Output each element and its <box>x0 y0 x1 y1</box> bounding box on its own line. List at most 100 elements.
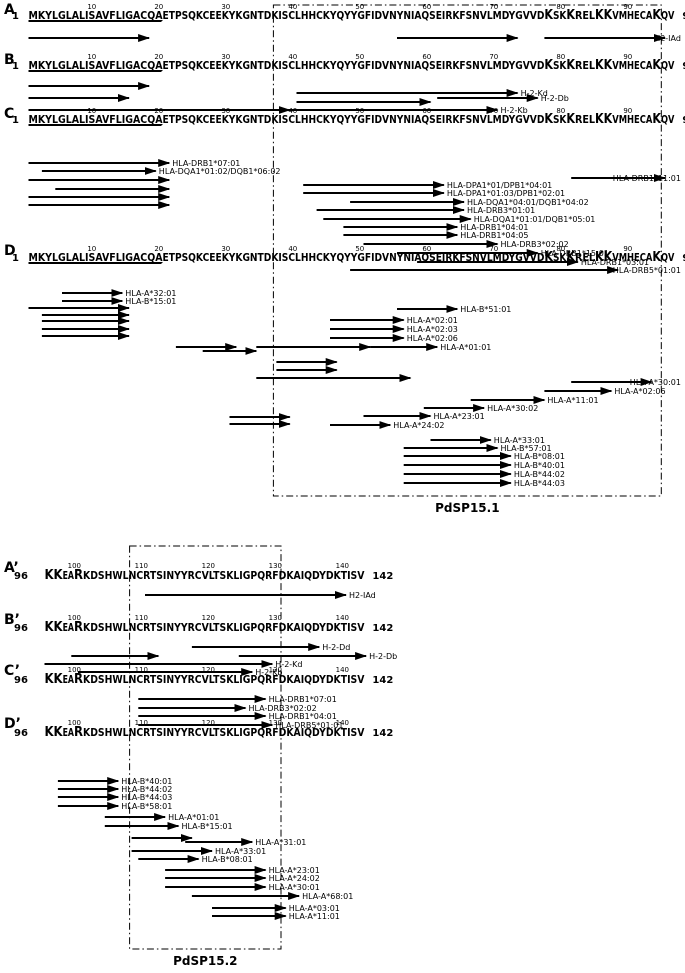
epitope-allele-label: HLA-B*15:01 <box>125 297 176 306</box>
tick-label: 70 <box>489 245 498 253</box>
tick-label: 50 <box>355 3 364 11</box>
epitope-allele-label: HLA-DPA1*01/DPB1*04:01 <box>447 181 552 190</box>
epitope-allele-label: HLA-B*08:01 <box>202 855 253 864</box>
epitope-allele-label: HLA-DQA1*01:02/DQB1*06:02 <box>159 167 281 176</box>
basic-residue: KK <box>595 7 613 23</box>
basic-residue: K <box>566 57 575 73</box>
epitope-allele-label: HLA-DRB1*04:01 <box>269 712 337 721</box>
tick-label: 50 <box>355 245 364 253</box>
sequence-segment: REL <box>575 253 596 264</box>
tick-label: 30 <box>221 53 230 61</box>
tick-label: 50 <box>355 53 364 61</box>
sequence-segment: EA <box>63 728 74 739</box>
epitope-allele-label: HLA-B*40:01 <box>514 461 565 470</box>
tick-label: 130 <box>269 614 282 622</box>
basic-residue: K <box>652 57 661 73</box>
epitope-allele-label: HLA-DRB1*07:01 <box>269 695 337 704</box>
epitope-allele-label: HLA-DRB5*01:01 <box>613 266 681 275</box>
sequence-segment: KDSHWLNCRTSINYYRCVLTSKLIGPQRFDKAIQDYDKTI… <box>83 728 365 739</box>
basic-residue: K <box>544 57 553 73</box>
tick-label: 80 <box>556 245 565 253</box>
region-label-pdsp15-2: PdSP15.2 <box>173 954 237 968</box>
basic-residue: R <box>74 724 84 740</box>
epitope-allele-label: HLA-A*02:06 <box>407 334 458 343</box>
basic-residue: K <box>652 249 661 265</box>
tick-label: 90 <box>623 3 632 11</box>
basic-residue: K <box>544 7 553 23</box>
sequence-segment: SK <box>553 115 567 126</box>
basic-residue: R <box>74 567 84 583</box>
sequence-end-index: 142 <box>372 675 393 686</box>
tick-label: 70 <box>489 53 498 61</box>
tick-label: 80 <box>556 53 565 61</box>
sequence-start-index: 96 <box>14 623 28 634</box>
epitope-allele-label: HLA-A*02:01 <box>407 316 458 325</box>
basic-residue: KK <box>595 111 613 127</box>
epitope-allele-label: HLA-DRB3*01:01 <box>467 206 535 215</box>
basic-residue: KK <box>595 57 613 73</box>
tick-label: 120 <box>202 614 215 622</box>
tick-label: 100 <box>68 562 81 570</box>
tick-label: 110 <box>135 719 148 727</box>
epitope-allele-label: HLA-A*11:01 <box>289 912 340 921</box>
epitope-allele-label: HLA-A*23:01 <box>434 412 485 421</box>
panel-label-a2: A’ <box>4 560 19 576</box>
sequence-segment: VMHECA <box>612 61 652 72</box>
basic-residue: R <box>74 671 84 687</box>
epitope-allele-label: HLA-DQA1*01:01/DQB1*05:01 <box>474 215 596 224</box>
basic-residue: KK <box>595 249 613 265</box>
epitope-allele-label: HLA-DRB1*03:01 <box>581 258 649 267</box>
sequence-end-index: 142 <box>372 571 393 582</box>
region-box-pdsp15-2 <box>129 545 282 950</box>
sequence-segment: REL <box>575 11 596 22</box>
tick-label: 130 <box>269 719 282 727</box>
epitope-allele-label: H-2-Db <box>369 652 397 661</box>
epitope-allele-label: HLA-B*15:01 <box>182 822 233 831</box>
tick-label: 120 <box>202 562 215 570</box>
epitope-allele-label: HLA-B*51:01 <box>460 305 511 314</box>
region-box-pdsp15-1 <box>272 4 662 497</box>
epitope-allele-label: HLA-A*23:01 <box>269 866 320 875</box>
tick-label: 30 <box>221 3 230 11</box>
sequence-start-index: 96 <box>14 675 28 686</box>
tick-label: 40 <box>288 3 297 11</box>
epitope-arrows: H2-IAdH-2-KdH-2-DbH-2-KbHLA-DRB1*07:01HL… <box>28 34 681 921</box>
tick-label: 40 <box>288 53 297 61</box>
tick-label: 10 <box>87 53 96 61</box>
tick-label: 90 <box>623 107 632 115</box>
tick-label: 60 <box>422 53 431 61</box>
sequence-segment: KDSHWLNCRTSINYYRCVLTSKLIGPQRFDKAIQDYDKTI… <box>83 675 365 686</box>
epitope-allele-label: HLA-B*44:02 <box>121 785 172 794</box>
tick-label: 80 <box>556 107 565 115</box>
epitope-allele-label: HLA-DRB1*04:05 <box>460 231 528 240</box>
sequence-end-index: 95 <box>682 115 685 126</box>
tick-label: 20 <box>154 3 163 11</box>
tick-label: 100 <box>68 614 81 622</box>
basic-residue: K <box>544 249 553 265</box>
tick-label: 110 <box>135 562 148 570</box>
sequence-segment: SK <box>553 253 567 264</box>
epitope-allele-label: HLA-A*02:06 <box>614 387 665 396</box>
tick-label: 60 <box>422 3 431 11</box>
tick-label: 60 <box>422 245 431 253</box>
tick-label: 30 <box>221 245 230 253</box>
sequence-segment: REL <box>575 61 596 72</box>
sequence-segment: QV <box>661 61 674 72</box>
tick-label: 90 <box>623 53 632 61</box>
tick-label: 140 <box>336 666 349 674</box>
sequence-start-index: 1 <box>12 61 19 72</box>
epitope-allele-label: H-2-Kd <box>275 660 302 669</box>
epitope-allele-label: HLA-A*02:03 <box>407 325 458 334</box>
epitope-allele-label: HLA-A*11:01 <box>547 396 598 405</box>
epitope-allele-label: HLA-B*44:02 <box>514 470 565 479</box>
epitope-allele-label: HLA-A*33:01 <box>215 847 266 856</box>
sequence-end-index: 95 <box>682 253 685 264</box>
epitope-allele-label: HLA-A*30:01 <box>269 883 320 892</box>
tick-label: 130 <box>269 562 282 570</box>
signal-peptide: MKYLGLALISAVFLIGACQA <box>29 11 163 22</box>
sequence-end-index: 142 <box>372 728 393 739</box>
sequence-start-index: 1 <box>12 11 19 22</box>
signal-peptide: MKYLGLALISAVFLIGACQA <box>29 61 163 72</box>
